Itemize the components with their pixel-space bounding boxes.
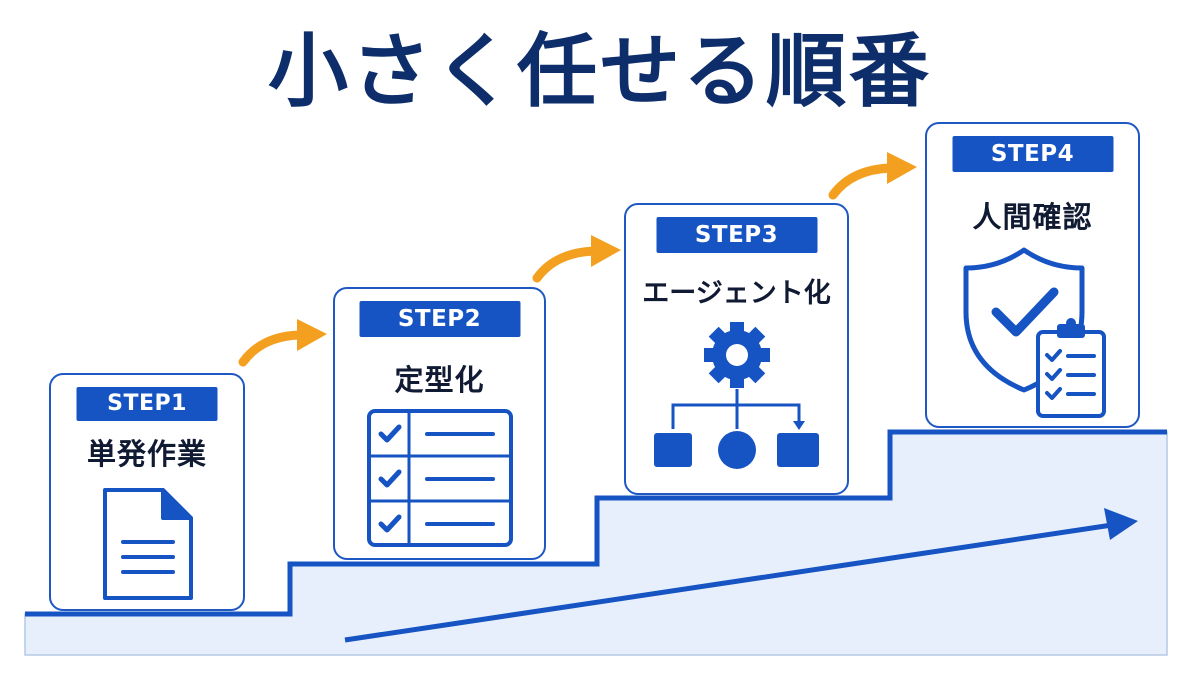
document-icon xyxy=(103,488,193,600)
step-badge-1: STEP1 xyxy=(76,387,218,421)
step-label-4: 人間確認 xyxy=(972,200,1093,234)
step-arrow-2-3 xyxy=(532,246,601,283)
step-card-2: STEP2 定型化 xyxy=(333,287,546,560)
shield-check-clipboard-icon xyxy=(963,247,1106,418)
checklist-icon xyxy=(367,409,513,547)
arrow-head-3 xyxy=(887,152,917,184)
gear-flow-icon xyxy=(654,322,819,469)
staircase-edge xyxy=(25,429,1167,617)
step-arrow-3-4 xyxy=(828,163,897,200)
step-label-1: 単発作業 xyxy=(86,437,207,471)
step-badge-4: STEP4 xyxy=(952,136,1113,172)
step-card-1: STEP1 単発作業 xyxy=(49,373,245,611)
step-label-3: エージェント化 xyxy=(642,278,831,309)
page-title: 小さく任せる順番 xyxy=(268,25,932,118)
step-card-4: STEP4 人間確認 xyxy=(925,122,1140,428)
step-badge-2: STEP2 xyxy=(359,301,520,337)
step-label-2: 定型化 xyxy=(394,363,485,397)
growth-arrow xyxy=(344,508,1138,643)
arrow-head-2 xyxy=(591,235,621,267)
step-arrow-1-2 xyxy=(238,330,305,367)
step-card-3: STEP3 エージェント化 xyxy=(624,203,849,495)
arrow-head-1 xyxy=(297,319,327,351)
step-badge-3: STEP3 xyxy=(656,217,817,253)
